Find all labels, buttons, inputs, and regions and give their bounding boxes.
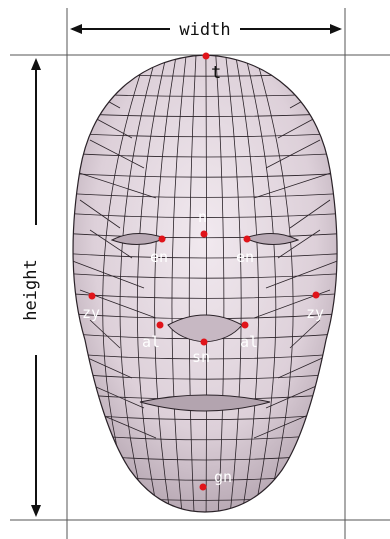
landmark-al-right-label: al [240, 333, 258, 351]
landmark-zy-left-dot [89, 293, 96, 300]
landmark-en-left-label: en [150, 248, 168, 266]
landmark-n-label: n [198, 208, 207, 226]
landmark-zy-right-label: zy [306, 304, 324, 322]
landmark-al-right-dot [242, 322, 249, 329]
width-label: width [179, 20, 230, 40]
landmark-zy-left-label: zy [82, 304, 100, 322]
landmark-en-right-dot [244, 236, 251, 243]
landmark-en-right-label: en [236, 248, 254, 266]
landmark-gn-label: gn [214, 468, 232, 486]
landmark-en-left-dot [159, 236, 166, 243]
landmark-t-dot [203, 53, 210, 60]
landmark-n-dot [201, 231, 208, 238]
landmark-gn-dot [200, 484, 207, 491]
landmark-al-left-dot [157, 322, 164, 329]
height-label: height [21, 259, 41, 320]
landmark-t-label: t [211, 63, 221, 83]
landmark-sn-label: sn [192, 348, 210, 366]
landmark-al-left-label: al [142, 333, 160, 351]
face-mesh [60, 55, 350, 512]
landmark-sn-dot [201, 339, 208, 346]
landmark-zy-right-dot [313, 292, 320, 299]
